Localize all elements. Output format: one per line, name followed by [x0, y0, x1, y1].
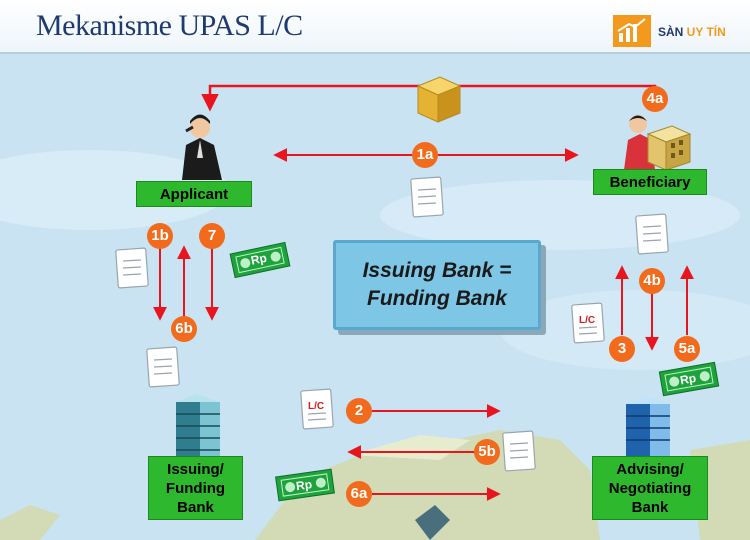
issuing-bank-label: Issuing/ Funding Bank [148, 456, 243, 520]
step-badge-1b: 1b [147, 223, 173, 249]
page-title: Mekanisme UPAS L/C [36, 9, 303, 42]
money-note-5a [658, 361, 720, 397]
beneficiary-label: Beneficiary [593, 169, 707, 195]
money-label-6a: Rp [295, 477, 313, 493]
money-label-7: Rp [250, 251, 269, 268]
money-label-5a: Rp [679, 371, 697, 388]
money-note-7 [229, 241, 291, 279]
step-badge-5b: 5b [474, 439, 500, 465]
step-badge-6a: 6a [346, 481, 372, 507]
document-icon-1a [410, 176, 444, 218]
center-line-1: Issuing Bank = [362, 259, 512, 282]
applicant-label: Applicant [136, 181, 252, 207]
step-badge-7: 7 [199, 223, 225, 249]
applicant-person-icon [182, 114, 222, 180]
package-icon [416, 76, 462, 123]
issuing-funding-bank-box: Issuing Bank = Funding Bank [333, 240, 541, 330]
logo-text-part2: UY TÍN [686, 25, 726, 39]
advising-bank-label: Advising/ Negotiating Bank [592, 456, 708, 520]
step-badge-4b: 4b [639, 268, 665, 294]
logo-text: SÀN UY TÍN [658, 25, 726, 39]
lc-document-icon-3 [571, 302, 605, 344]
document-icon-1b [115, 247, 149, 289]
logo-icon [613, 15, 651, 47]
money-icons [229, 241, 720, 502]
document-icons [115, 176, 669, 472]
step-badge-6b: 6b [171, 316, 197, 342]
center-line-2: Funding Bank [367, 287, 507, 310]
logo-text-part1: SÀN [658, 25, 687, 39]
step-badge-1a: 1a [412, 142, 438, 168]
document-icon-6b [146, 346, 180, 388]
lc-document-icon-2 [300, 388, 334, 430]
lc-label-3: L/C [579, 315, 595, 326]
advising-bank-building-icon [626, 396, 670, 456]
step-badge-4a: 4a [642, 86, 668, 112]
beneficiary-icon [624, 115, 692, 171]
money-note-6a [275, 468, 335, 502]
title-bar: Mekanisme UPAS L/C SÀN UY TÍN [0, 0, 750, 54]
document-icon-4b [635, 213, 669, 255]
document-icon-5b [502, 430, 536, 472]
lc-label-2: L/C [308, 401, 324, 412]
step-badge-2: 2 [346, 398, 372, 424]
step-badge-3: 3 [609, 336, 635, 362]
step-badge-5a: 5a [674, 336, 700, 362]
issuing-bank-building-icon [176, 394, 220, 458]
